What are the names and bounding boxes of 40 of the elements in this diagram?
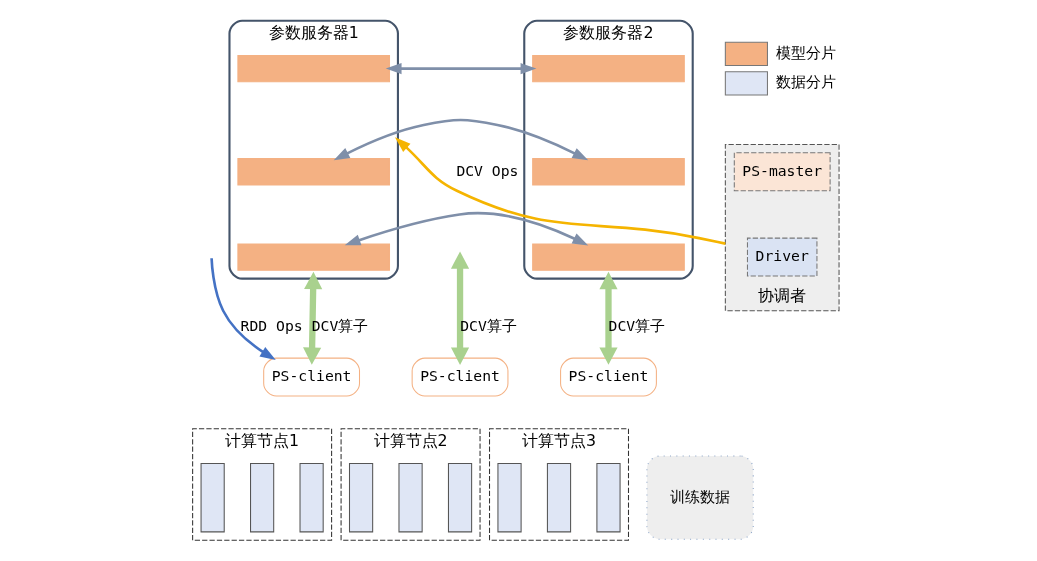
node-bar	[531, 158, 685, 186]
cluster: 参数服务器1	[227, 19, 399, 280]
cluster: 计算节点2	[340, 428, 481, 541]
node-bar	[236, 243, 390, 271]
node-box: PS-client	[262, 357, 360, 397]
node-box: PS-master	[733, 152, 831, 192]
arrow	[598, 271, 618, 365]
node-bar	[236, 158, 390, 186]
node-bar	[348, 462, 373, 533]
node-bar	[531, 243, 685, 271]
arrow	[333, 118, 588, 161]
node-bar	[236, 54, 390, 83]
node-bar	[496, 462, 522, 533]
legend-label: 数据分片	[775, 73, 836, 91]
edge-label: DCV Ops	[455, 161, 518, 179]
edge-label: DCV算子	[608, 316, 665, 334]
node-bar	[200, 462, 225, 533]
arrow	[209, 258, 276, 361]
node-box: 训练数据	[645, 455, 754, 540]
cluster: 计算节点1	[191, 428, 332, 541]
arrow	[385, 63, 536, 75]
arrow	[450, 251, 469, 365]
node-bar	[447, 462, 472, 533]
node-box: Driver	[746, 237, 817, 277]
edge-label: DCV算子	[459, 316, 517, 334]
node-box: PS-client	[559, 357, 657, 397]
node-bar	[595, 462, 621, 533]
cluster: 计算节点3	[488, 428, 629, 541]
arrow	[394, 137, 726, 245]
node-bar	[299, 462, 324, 533]
node-bar	[546, 462, 571, 533]
legend-label: 模型分片	[775, 43, 836, 61]
arrow	[344, 211, 588, 246]
node-bar	[531, 54, 685, 83]
edge-label: DCV算子	[311, 316, 368, 334]
node-bar	[249, 462, 274, 533]
node-box: PS-client	[411, 357, 508, 397]
node-bar	[397, 462, 423, 533]
edge-label: RDD Ops	[240, 316, 303, 334]
arrow	[302, 271, 322, 365]
